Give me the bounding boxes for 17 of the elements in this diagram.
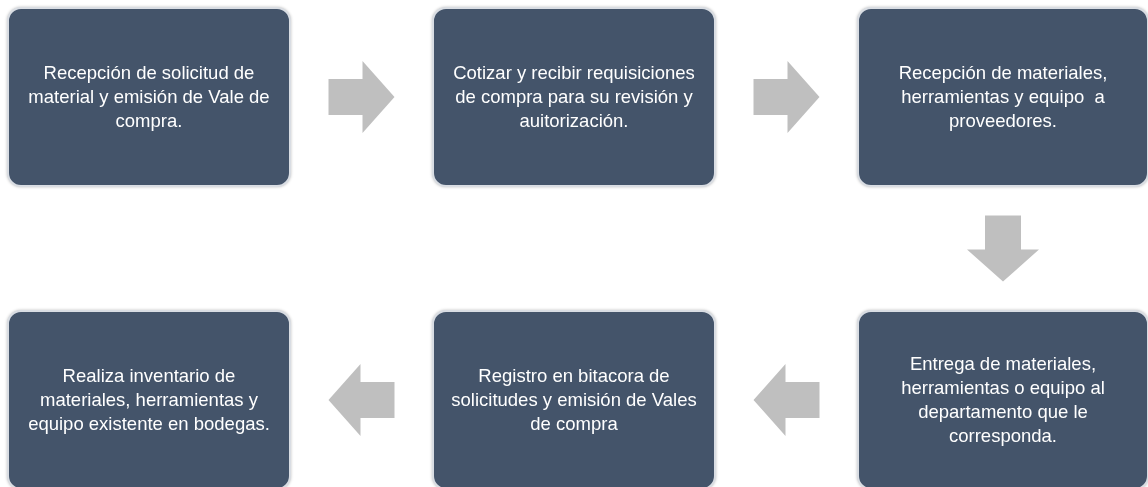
- block-arrow: [328, 61, 395, 133]
- process-box: [857, 7, 1148, 187]
- step-text: Entrega de materiales, herramientas o equipo al departamento que le corresponda.: [900, 351, 1106, 449]
- block-arrow: [328, 364, 395, 436]
- process-box: [857, 310, 1148, 487]
- step-text: Cotizar y recibir requisiciones de compra para su revisión y auitorización.: [452, 60, 696, 133]
- process-box: [7, 310, 291, 487]
- block-arrow: [753, 61, 820, 133]
- block-arrow: [967, 215, 1039, 282]
- process-box: [7, 7, 291, 187]
- block-arrow: [753, 364, 820, 436]
- step-text: Registro en bitacora de solicitudes y emisión de Vales de compra: [450, 363, 698, 436]
- process-box: [432, 310, 716, 487]
- step-text: Recepción de solicitud de material y emisión de Vale de compra.: [27, 60, 271, 133]
- step-text: Realiza inventario de materiales, herramientas y equipo existente en bodegas.: [27, 363, 271, 436]
- step-text: Recepción de materiales, herramientas y equipo a proveedores.: [897, 60, 1109, 133]
- process-box: [432, 7, 716, 187]
